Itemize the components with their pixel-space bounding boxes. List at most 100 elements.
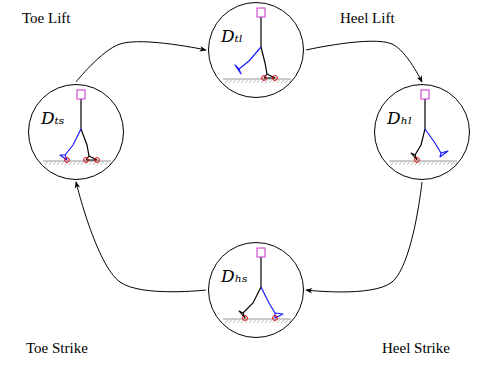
ground-hatch (419, 162, 422, 166)
ground-hatch (69, 162, 72, 166)
torso-line (424, 99, 425, 129)
contact-point (273, 76, 278, 81)
ground-hatch (443, 162, 446, 166)
transition-arrow (76, 182, 206, 292)
ground-hatch (265, 320, 268, 324)
ground-hatch (237, 80, 240, 84)
ground-hatch (89, 162, 92, 166)
ground-hatch (277, 320, 280, 324)
ground-hatch (269, 320, 272, 324)
contact-point (262, 76, 267, 81)
robot-figure (375, 85, 471, 181)
contact-point (415, 158, 420, 163)
ground-hatch (435, 162, 438, 166)
domain-label: Dₕₗ (387, 109, 412, 128)
domain-circle: Dₜₗ (208, 2, 304, 98)
ground-hatch (277, 80, 280, 84)
ground-hatch (77, 162, 80, 166)
ground-hatch (281, 320, 284, 324)
leg-line (239, 47, 261, 69)
ground-hatch (403, 162, 406, 166)
domain-label: Dₕₛ (221, 267, 248, 286)
head-box (421, 90, 429, 99)
leg-line (261, 47, 267, 74)
ground-hatch (281, 80, 284, 84)
ground-hatch (53, 162, 56, 166)
ground-hatch (269, 80, 272, 84)
domain-circle: Dₕₗ (374, 84, 470, 180)
torso-line (260, 17, 261, 47)
ground-hatch (233, 320, 236, 324)
ground-hatch (237, 320, 240, 324)
transition-label: Toe Strike (24, 340, 90, 357)
foot-shape (239, 311, 245, 318)
head-box (257, 8, 265, 17)
ground-hatch (455, 162, 458, 166)
ground-hatch (391, 162, 394, 166)
ground-hatch (407, 162, 410, 166)
robot-figure (209, 3, 305, 99)
ground-hatch (101, 162, 104, 166)
ground-hatch (249, 80, 252, 84)
ground-hatch (411, 162, 414, 166)
ground-hatch (431, 162, 434, 166)
ground-hatch (423, 162, 426, 166)
foot-shape (440, 151, 448, 157)
ground-hatch (225, 80, 228, 84)
ground-hatch (257, 80, 260, 84)
contact-point (243, 316, 248, 321)
ground-line (389, 160, 457, 161)
torso-line (260, 257, 261, 287)
contact-point (95, 158, 100, 163)
ground-line (223, 78, 291, 79)
ground-hatch (399, 162, 402, 166)
ground-hatch (253, 320, 256, 324)
ground-hatch (245, 80, 248, 84)
contact-point (84, 158, 89, 163)
ground-hatch (45, 162, 48, 166)
ground-hatch (439, 162, 442, 166)
leg-line (65, 129, 81, 155)
domain-circle: Dₜₛ (28, 84, 124, 180)
ground-hatch (289, 320, 292, 324)
ground-hatch (285, 320, 288, 324)
leg-line (243, 287, 261, 313)
ground-hatch (261, 320, 264, 324)
ground-hatch (241, 80, 244, 84)
transition-arrow (306, 182, 422, 292)
ground-hatch (233, 80, 236, 84)
ground-hatch (229, 320, 232, 324)
ground-line (223, 318, 291, 319)
ground-hatch (427, 162, 430, 166)
ground-hatch (105, 162, 108, 166)
ground-hatch (57, 162, 60, 166)
contact-point (65, 158, 70, 163)
ground-hatch (289, 80, 292, 84)
ground-hatch (395, 162, 398, 166)
head-box (257, 248, 265, 257)
ground-hatch (73, 162, 76, 166)
transition-label: Heel Strike (380, 340, 452, 357)
transition-arrow (306, 41, 422, 82)
head-box (77, 90, 85, 99)
ground-line (43, 160, 111, 161)
ground-hatch (61, 162, 64, 166)
ground-hatch (81, 162, 84, 166)
foot-shape (411, 153, 417, 160)
ground-hatch (257, 320, 260, 324)
ground-hatch (229, 80, 232, 84)
robot-figure (29, 85, 125, 181)
ground-hatch (285, 80, 288, 84)
domain-label: Dₜₗ (221, 27, 243, 46)
robot-figure (209, 243, 305, 339)
ground-hatch (253, 80, 256, 84)
ground-hatch (109, 162, 112, 166)
contact-point (273, 316, 278, 321)
domain-label: Dₜₛ (41, 109, 65, 128)
transition-label: Heel Lift (338, 10, 397, 27)
transition-arrow (76, 42, 206, 82)
leg-line (415, 129, 425, 155)
leg-line (425, 129, 441, 153)
torso-line (80, 99, 81, 129)
